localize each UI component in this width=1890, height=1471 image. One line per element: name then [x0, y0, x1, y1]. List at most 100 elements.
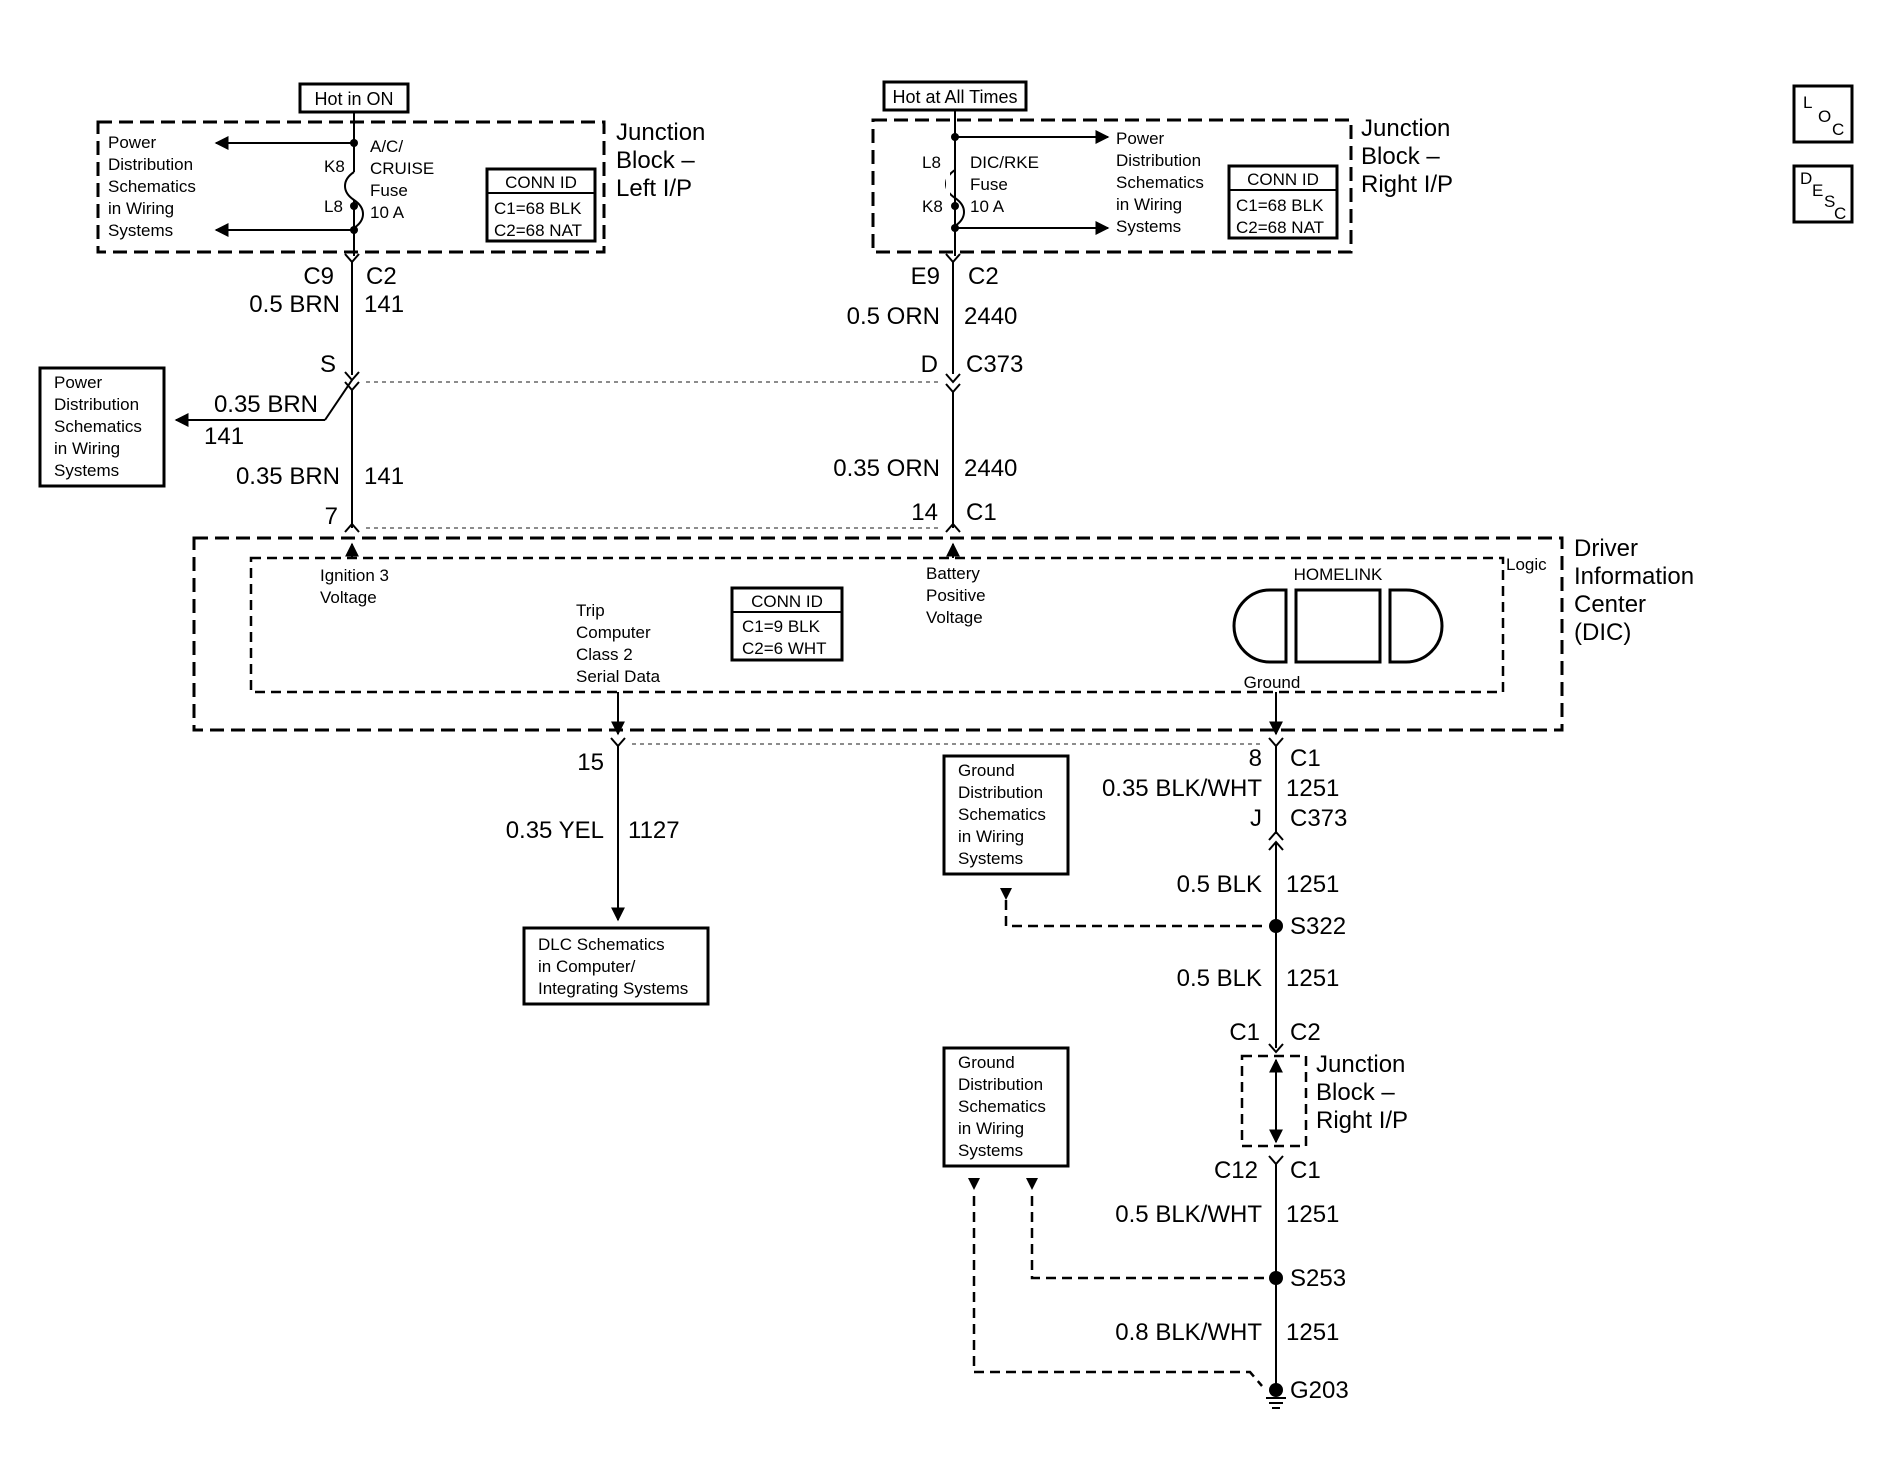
- svg-text:C373: C373: [966, 351, 1023, 378]
- svg-text:Ignition 3: Ignition 3: [320, 566, 389, 585]
- svg-text:Schematics: Schematics: [108, 177, 196, 196]
- svg-text:0.5 BLK/WHT: 0.5 BLK/WHT: [1115, 1201, 1262, 1228]
- circuit-1127: 15 0.35 YEL 1127: [506, 737, 680, 922]
- svg-text:C1: C1: [1229, 1019, 1260, 1046]
- s322-ground-dashed-link: [1004, 900, 1268, 928]
- circuit-141: C9 C2 0.5 BRN 141 S 0.35 BRN 141 0.35 BR…: [174, 253, 404, 533]
- svg-text:Schematics: Schematics: [958, 805, 1046, 824]
- svg-text:D: D: [1800, 169, 1812, 188]
- svg-text:8: 8: [1249, 745, 1262, 772]
- hot-in-on-label: Hot in ON: [314, 89, 393, 109]
- svg-text:Distribution: Distribution: [108, 155, 193, 174]
- svg-text:Battery: Battery: [926, 564, 980, 583]
- ground-distribution-link-1[interactable]: Ground Distribution Schematics in Wiring…: [942, 754, 1070, 876]
- svg-text:C12: C12: [1214, 1157, 1258, 1184]
- svg-text:0.35 BLK/WHT: 0.35 BLK/WHT: [1102, 775, 1262, 802]
- svg-text:Power: Power: [108, 133, 157, 152]
- svg-text:Fuse: Fuse: [370, 181, 408, 200]
- svg-text:C: C: [1832, 120, 1844, 139]
- svg-text:in Wiring: in Wiring: [958, 827, 1024, 846]
- svg-text:C1: C1: [1290, 745, 1321, 772]
- svg-text:C1=68 BLK: C1=68 BLK: [1236, 196, 1324, 215]
- svg-text:Power: Power: [1116, 129, 1165, 148]
- svg-text:in Wiring: in Wiring: [1116, 195, 1182, 214]
- svg-text:Voltage: Voltage: [926, 608, 983, 627]
- svg-text:S322: S322: [1290, 913, 1346, 940]
- svg-text:Voltage: Voltage: [320, 588, 377, 607]
- svg-text:C2=68 NAT: C2=68 NAT: [494, 221, 582, 240]
- svg-text:C: C: [1834, 204, 1846, 223]
- svg-text:1127: 1127: [628, 817, 680, 844]
- loc-button[interactable]: L O C: [1792, 84, 1854, 144]
- g203-ground-dashed-link: [972, 1196, 1263, 1387]
- svg-text:0.35 BRN: 0.35 BRN: [236, 463, 340, 490]
- svg-text:10 A: 10 A: [370, 203, 405, 222]
- svg-text:1251: 1251: [1286, 871, 1339, 898]
- svg-text:0.5 BRN: 0.5 BRN: [249, 291, 340, 318]
- svg-text:in Wiring: in Wiring: [108, 199, 174, 218]
- svg-text:Systems: Systems: [54, 461, 119, 480]
- power-distribution-link[interactable]: Power Distribution Schematics in Wiring …: [38, 366, 166, 488]
- svg-text:CONN ID: CONN ID: [505, 173, 577, 192]
- svg-text:1251: 1251: [1286, 775, 1339, 802]
- svg-text:S: S: [320, 351, 336, 378]
- svg-text:Block –: Block –: [616, 147, 695, 174]
- circuit-2440: E9 C2 0.5 ORN 2440 D C373 0.35 ORN 2440 …: [833, 253, 1023, 533]
- svg-text:DLC Schematics: DLC Schematics: [538, 935, 665, 954]
- svg-text:Fuse: Fuse: [970, 175, 1008, 194]
- svg-text:15: 15: [577, 749, 604, 776]
- svg-text:Distribution: Distribution: [1116, 151, 1201, 170]
- svg-text:in Computer/: in Computer/: [538, 957, 636, 976]
- svg-text:K8: K8: [922, 197, 943, 216]
- desc-button[interactable]: D E S C: [1792, 164, 1854, 224]
- ground-symbol: [1266, 1397, 1286, 1409]
- svg-text:Right I/P: Right I/P: [1361, 171, 1453, 198]
- svg-text:G203: G203: [1290, 1377, 1349, 1404]
- svg-text:C1=9 BLK: C1=9 BLK: [742, 617, 821, 636]
- svg-text:0.5 ORN: 0.5 ORN: [847, 303, 940, 330]
- svg-text:A/C/: A/C/: [370, 137, 403, 156]
- svg-text:0.5 BLK: 0.5 BLK: [1177, 965, 1262, 992]
- svg-text:C9: C9: [303, 263, 334, 290]
- dlc-schematics-link[interactable]: DLC Schematics in Computer/ Integrating …: [522, 926, 710, 1006]
- svg-text:Power: Power: [54, 373, 103, 392]
- svg-text:E: E: [1812, 181, 1823, 200]
- ground-distribution-link-2[interactable]: Ground Distribution Schematics in Wiring…: [942, 1046, 1070, 1168]
- svg-text:C2: C2: [1290, 1019, 1321, 1046]
- svg-text:C1=68 BLK: C1=68 BLK: [494, 199, 582, 218]
- svg-text:Positive: Positive: [926, 586, 986, 605]
- svg-text:DIC/RKE: DIC/RKE: [970, 153, 1039, 172]
- svg-text:7: 7: [325, 503, 338, 530]
- svg-text:1251: 1251: [1286, 965, 1339, 992]
- svg-text:J: J: [1250, 805, 1262, 832]
- svg-text:14: 14: [911, 499, 938, 526]
- svg-text:S253: S253: [1290, 1265, 1346, 1292]
- svg-text:2440: 2440: [964, 455, 1017, 482]
- svg-text:S: S: [1824, 192, 1835, 211]
- svg-text:Distribution: Distribution: [958, 1075, 1043, 1094]
- svg-text:Distribution: Distribution: [958, 783, 1043, 802]
- svg-text:E9: E9: [911, 263, 940, 290]
- svg-text:1251: 1251: [1286, 1201, 1339, 1228]
- svg-text:Class 2: Class 2: [576, 645, 633, 664]
- svg-text:Distribution: Distribution: [54, 395, 139, 414]
- svg-text:C2: C2: [366, 263, 397, 290]
- svg-text:Systems: Systems: [108, 221, 173, 240]
- svg-text:(DIC): (DIC): [1574, 619, 1631, 646]
- hot-at-all-times-label: Hot at All Times: [892, 87, 1017, 107]
- svg-text:Integrating Systems: Integrating Systems: [538, 979, 688, 998]
- homelink-buttons: [1232, 588, 1444, 664]
- junction-block-left: Hot in ON Power Distribution Schematics …: [96, 82, 705, 256]
- svg-text:CONN ID: CONN ID: [751, 592, 823, 611]
- svg-text:K8: K8: [324, 157, 345, 176]
- svg-text:Left I/P: Left I/P: [616, 175, 692, 202]
- svg-text:L8: L8: [324, 197, 343, 216]
- s253-ground-dashed-link: [1030, 1196, 1268, 1280]
- svg-text:D: D: [921, 351, 938, 378]
- svg-text:10 A: 10 A: [970, 197, 1005, 216]
- svg-text:Ground: Ground: [958, 1053, 1015, 1072]
- svg-text:Schematics: Schematics: [54, 417, 142, 436]
- svg-text:C2: C2: [968, 263, 999, 290]
- svg-text:0.35 YEL: 0.35 YEL: [506, 817, 604, 844]
